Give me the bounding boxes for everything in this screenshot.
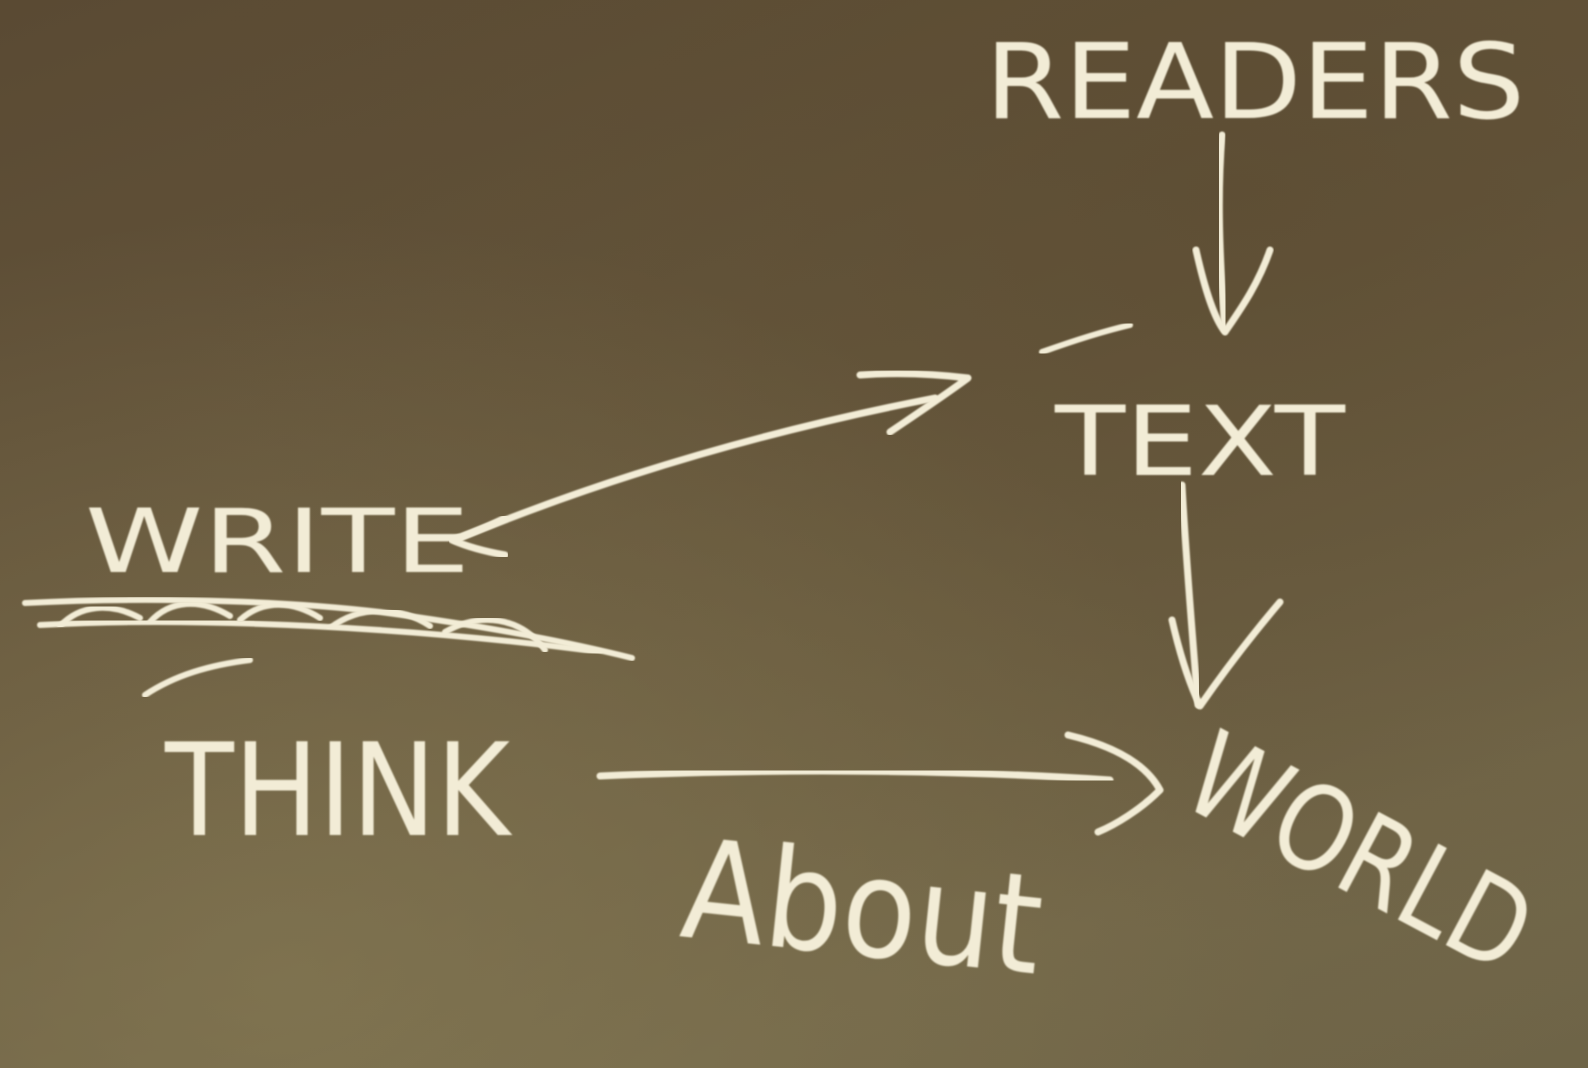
arrow-readers-to-text xyxy=(1192,131,1274,336)
crossed-out-scribble xyxy=(22,596,635,661)
word-text: TEXT xyxy=(1054,386,1346,498)
word-world: WORLD xyxy=(1164,705,1555,1001)
arrow-text-to-world xyxy=(1168,481,1284,710)
word-write: WRITE xyxy=(85,490,470,593)
word-think: THINK xyxy=(164,717,513,866)
word-text-group: TEXT xyxy=(1039,322,1346,498)
word-about: About xyxy=(675,809,1050,1007)
arrow-write-to-text xyxy=(448,370,972,559)
text-t-bar-stroke xyxy=(1039,322,1133,355)
arrow-think-to-world xyxy=(596,731,1164,836)
word-readers: READERS xyxy=(985,21,1525,143)
word-think-group: THINK xyxy=(142,657,513,866)
think-t-bar-stroke xyxy=(142,657,253,698)
